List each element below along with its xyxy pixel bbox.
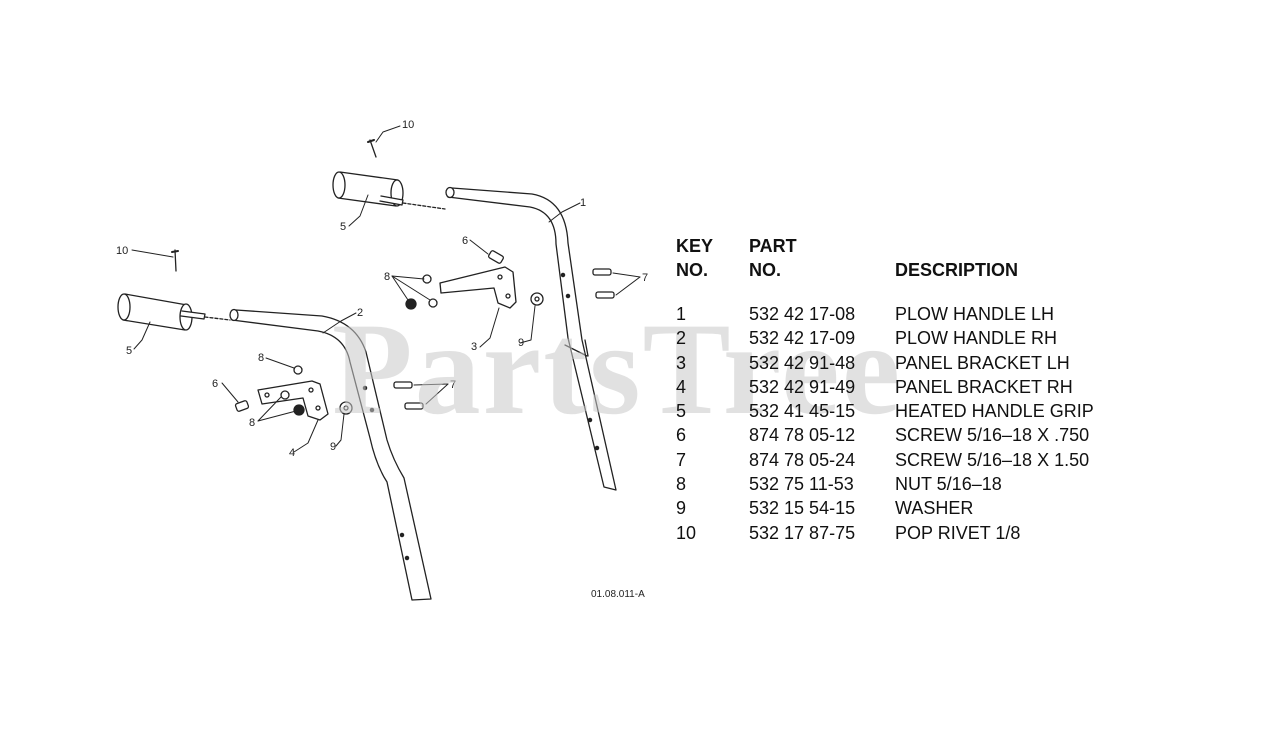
table-row: 10 532 17 87-75 POP RIVET 1/8 [676, 521, 1094, 545]
callout-number: 8 [384, 271, 390, 283]
cell-key-no: 5 [676, 401, 687, 422]
cell-key-no: 2 [676, 328, 687, 349]
cell-key-no: 4 [676, 376, 687, 397]
cell-part-no: 532 17 87-75 [749, 522, 856, 543]
cell-description: PANEL BRACKET LH [895, 352, 1070, 373]
cell-key-no: 8 [676, 474, 687, 495]
callout-number: 5 [126, 345, 132, 357]
cell-description: SCREW 5/16–18 X .750 [895, 425, 1090, 446]
nut-8-b [428, 298, 438, 308]
callout-number: 6 [212, 378, 218, 390]
nut-8-d [293, 365, 303, 375]
cell-description: PLOW HANDLE RH [895, 328, 1058, 349]
screw-7-lower [393, 381, 424, 410]
callout-number: 8 [258, 352, 264, 364]
diagram-code: 01.08.011-A [591, 589, 645, 600]
table-row: 5 532 41 45-15 HEATED HANDLE GRIP [676, 399, 1094, 423]
screw-6-lower [234, 400, 250, 412]
panel-bracket-rh [257, 380, 329, 421]
table-row: 4 532 42 91-49 PANEL BRACKET RH [676, 375, 1094, 399]
cell-key-no: 6 [676, 425, 687, 446]
callout-number: 1 [580, 197, 586, 209]
cell-part-no: 874 78 05-12 [749, 425, 856, 446]
nut-8-c [405, 298, 417, 310]
cell-part-no: 532 75 11-53 [749, 474, 854, 495]
plow-handle-rh [229, 308, 432, 601]
callout-number: 10 [402, 119, 414, 131]
table-row: 8 532 75 11-53 NUT 5/16–18 [676, 472, 1094, 496]
cell-description: NUT 5/16–18 [895, 474, 1002, 495]
callout-labels: 10 5 1 6 8 7 3 9 10 5 2 8 6 8 4 9 7 [116, 119, 648, 459]
callout-number: 5 [340, 221, 346, 233]
table-row: 1 532 42 17-08 PLOW HANDLE LH [676, 302, 1094, 326]
header-description: DESCRIPTION [895, 260, 1019, 280]
cell-part-no: 874 78 05-24 [749, 449, 856, 470]
cell-key-no: 9 [676, 498, 687, 519]
cell-key-no: 10 [676, 522, 697, 543]
cell-key-no: 7 [676, 449, 687, 470]
callout-number: 9 [518, 337, 524, 349]
cell-part-no: 532 42 17-08 [749, 304, 856, 324]
table-row: 6 874 78 05-12 SCREW 5/16–18 X .750 [676, 423, 1094, 447]
table-row: 7 874 78 05-24 SCREW 5/16–18 X 1.50 [676, 448, 1094, 472]
cell-part-no: 532 41 45-15 [749, 401, 856, 422]
cell-description: PLOW HANDLE LH [895, 304, 1055, 324]
cell-part-no: 532 15 54-15 [749, 498, 856, 519]
cell-description: PANEL BRACKET RH [895, 376, 1073, 397]
cell-description: WASHER [895, 498, 974, 519]
table-row: 2 532 42 17-09 PLOW HANDLE RH [676, 326, 1094, 350]
cell-key-no: 3 [676, 352, 687, 373]
cell-part-no: 532 42 91-49 [749, 376, 856, 397]
callout-number: 4 [289, 447, 295, 459]
callout-number: 7 [642, 272, 648, 284]
nut-8-f [293, 404, 305, 416]
pop-rivet-lower [171, 249, 179, 272]
washer-9-lower [339, 401, 353, 415]
cell-part-no: 532 42 91-48 [749, 352, 856, 373]
callout-number: 8 [249, 417, 255, 429]
plow-handle-lh [445, 186, 617, 491]
heated-handle-grip-lower [117, 293, 231, 331]
screw-7-upper [592, 268, 615, 299]
nut-8-e [280, 390, 290, 400]
panel-bracket-lh [439, 266, 517, 309]
callout-number: 9 [330, 441, 336, 453]
callout-number: 2 [357, 307, 363, 319]
cell-description: HEATED HANDLE GRIP [895, 401, 1094, 422]
heated-handle-grip-upper [332, 171, 446, 210]
washer-9-upper [530, 292, 544, 306]
leader-lines [131, 125, 641, 453]
callout-number: 3 [471, 341, 477, 353]
callout-number: 10 [116, 245, 128, 257]
cell-key-no: 1 [676, 304, 687, 324]
callout-number: 6 [462, 235, 468, 247]
parts-list-body: 1 532 42 17-08 PLOW HANDLE LH 2 532 42 17-09… [676, 302, 1094, 545]
cell-part-no: 532 42 17-09 [749, 328, 856, 349]
cell-description: SCREW 5/16–18 X 1.50 [895, 449, 1090, 470]
table-row: 9 532 15 54-15 WASHER [676, 496, 1094, 520]
cell-description: POP RIVET 1/8 [895, 522, 1021, 543]
pop-rivet-upper [367, 139, 377, 158]
table-row: 3 532 42 91-48 PANEL BRACKET LH [676, 351, 1094, 375]
screw-6-upper [488, 250, 504, 264]
callout-number: 7 [450, 379, 456, 391]
